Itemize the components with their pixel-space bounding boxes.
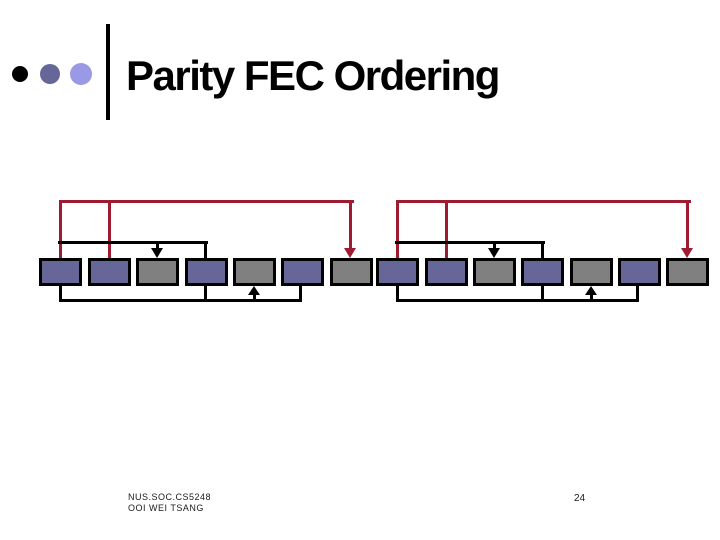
connector-line-red: [349, 200, 352, 248]
footer-author: OOI WEI TSANG: [128, 503, 204, 513]
connector-line-black: [395, 241, 545, 244]
arrowhead-down: [151, 248, 163, 258]
connector-line-red: [396, 200, 691, 203]
page-title: Parity FEC Ordering: [126, 52, 500, 99]
connector-line-black: [493, 241, 496, 250]
connector-line-black: [299, 286, 302, 302]
parity-packet-box: [136, 258, 179, 286]
data-packet-box: [376, 258, 419, 286]
bullet-dot: [40, 64, 60, 84]
arrowhead-up: [248, 286, 260, 295]
connector-line-red: [108, 200, 111, 258]
connector-line-black: [204, 241, 207, 258]
parity-packet-box: [233, 258, 276, 286]
connector-line-black: [204, 286, 207, 301]
data-packet-box: [618, 258, 661, 286]
connector-line-black: [590, 293, 593, 302]
connector-line-black: [58, 241, 208, 244]
connector-line-red: [396, 200, 399, 258]
connector-line-red: [59, 200, 354, 203]
connector-line-black: [541, 241, 544, 258]
data-packet-box: [39, 258, 82, 286]
parity-packet-box: [473, 258, 516, 286]
footer-course-code: NUS.SOC.CS5248: [128, 492, 212, 502]
connector-line-black: [541, 286, 544, 301]
parity-packet-box: [570, 258, 613, 286]
parity-packet-box: [330, 258, 373, 286]
connector-line-red: [445, 200, 448, 258]
bullet-dot: [70, 63, 92, 85]
data-packet-box: [281, 258, 324, 286]
connector-line-black: [156, 241, 159, 250]
arrowhead-down: [681, 248, 693, 258]
title-divider-bar: [106, 24, 110, 120]
data-packet-box: [185, 258, 228, 286]
bullet-dot: [12, 66, 28, 82]
data-packet-box: [425, 258, 468, 286]
page-number: 24: [574, 493, 586, 504]
parity-packet-box: [666, 258, 709, 286]
connector-line-black: [636, 286, 639, 302]
arrowhead-down: [488, 248, 500, 258]
connector-line-red: [59, 200, 62, 258]
connector-line-black: [59, 286, 62, 302]
connector-line-red: [686, 200, 689, 248]
data-packet-box: [88, 258, 131, 286]
arrowhead-down: [344, 248, 356, 258]
arrowhead-up: [585, 286, 597, 295]
data-packet-box: [521, 258, 564, 286]
connector-line-black: [396, 299, 639, 302]
footer: NUS.SOC.CS5248 OOI WEI TSANG: [128, 492, 211, 514]
connector-line-black: [59, 299, 302, 302]
connector-line-black: [396, 286, 399, 302]
connector-line-black: [253, 293, 256, 302]
